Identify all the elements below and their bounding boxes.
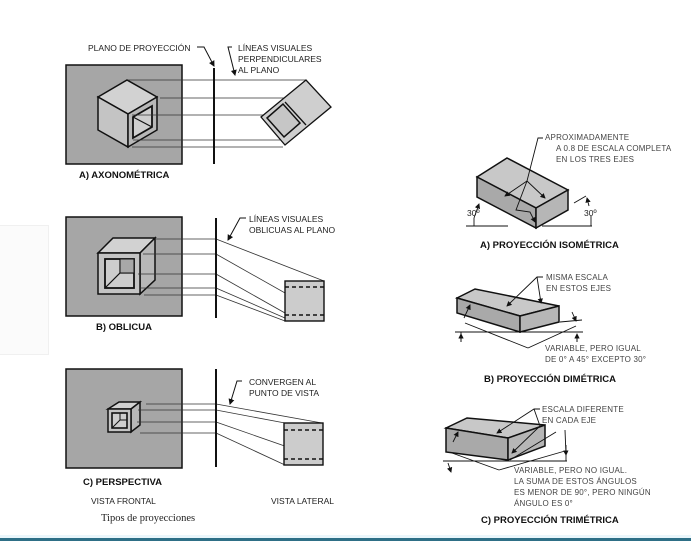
trim-angle-marks	[443, 429, 569, 473]
iso-note-1: APROXIMADAMENTE	[545, 133, 629, 142]
cube-perspective	[105, 400, 143, 434]
leader-lineas	[227, 46, 237, 76]
iso-angle-right: 30º	[584, 208, 597, 218]
trim-leaders	[452, 408, 541, 454]
projection-lines-converging	[137, 403, 323, 466]
iso-angle-marks	[466, 195, 592, 227]
caption-isometrica: A) PROYECCIÓN ISOMÉTRICA	[480, 239, 619, 251]
column-label-vista-lateral: VISTA LATERAL	[271, 496, 334, 506]
trim-angle-note-1: VARIABLE, PERO NO IGUAL.	[514, 466, 627, 475]
trim-angle-note-2: LA SUMA DE ESTOS ÁNGULOS	[514, 477, 637, 486]
cube-axonometric	[96, 79, 159, 149]
label-punto-de-vista: PUNTO DE VISTA	[249, 388, 319, 398]
figure-caption: Tipos de proyecciones	[101, 513, 195, 524]
cube-oblique	[96, 236, 157, 296]
panel-dimetric: MISMA ESCALA EN ESTOS EJES VARIABLE, PER…	[454, 273, 646, 385]
panel-axonometric: PLANO DE PROYECCIÓN LÍNEAS VISUALES PERP…	[65, 43, 332, 181]
column-label-vista-frontal: VISTA FRONTAL	[91, 496, 156, 506]
caption-trimetrica: C) PROYECCIÓN TRIMÉTRICA	[481, 514, 619, 526]
caption-oblicua: B) OBLICUA	[96, 322, 152, 333]
panel-oblique: LÍNEAS VISUALES OBLICUAS AL PLANO B) OBL…	[65, 214, 336, 333]
side-view-perspective	[283, 422, 324, 466]
iso-note-3: EN LOS TRES EJES	[556, 155, 634, 164]
dim-leaders	[463, 276, 543, 319]
side-view-axonometric	[260, 79, 332, 146]
caption-axonometrica: A) AXONOMÉTRICA	[79, 170, 170, 181]
block-trimetric	[443, 417, 546, 462]
dim-angle-note-1: VARIABLE, PERO IGUAL	[545, 344, 641, 353]
label-lineas-visuales: LÍNEAS VISUALES	[249, 214, 324, 224]
iso-leaders	[504, 137, 546, 223]
trim-angle-note-4: ÁNGULO ES 0°	[514, 499, 573, 508]
label-convergen-al: CONVERGEN AL	[249, 377, 316, 387]
panel-perspective: CONVERGEN AL PUNTO DE VISTA C) PERSPECTI…	[65, 368, 324, 488]
leader-convergen	[228, 380, 242, 405]
label-perpendiculares: PERPENDICULARES	[238, 54, 322, 64]
caption-perspectiva: C) PERSPECTIVA	[83, 477, 162, 488]
leader-plano	[197, 46, 215, 67]
bottom-glow	[0, 535, 691, 538]
panel-isometric: APROXIMADAMENTE A 0.8 DE ESCALA COMPLETA…	[466, 133, 672, 251]
iso-note-2: A 0.8 DE ESCALA COMPLETA	[556, 144, 672, 153]
trim-angle-note-3: ES MENOR DE 90°, PERO NINGÚN	[514, 488, 651, 497]
background-side-panel	[0, 225, 49, 355]
leader-lineas-oblicuas	[227, 217, 246, 241]
iso-angle-left: 30º	[467, 208, 480, 218]
dim-note-2: EN ESTOS EJES	[546, 284, 611, 293]
label-plano-proyeccion: PLANO DE PROYECCIÓN	[88, 43, 191, 53]
trim-note-2: EN CADA EJE	[542, 416, 596, 425]
panel-trimetric: ESCALA DIFERENTE EN CADA EJE VARIABLE, P…	[443, 405, 651, 526]
projection-lines-perpendicular	[128, 79, 306, 148]
label-oblicuas-al-plano: OBLICUAS AL PLANO	[249, 225, 336, 235]
label-al-plano: AL PLANO	[238, 65, 280, 75]
dim-note-1: MISMA ESCALA	[546, 273, 608, 282]
front-plane	[65, 216, 183, 317]
caption-dimetrica: B) PROYECCIÓN DIMÉTRICA	[484, 373, 616, 385]
trim-note-1: ESCALA DIFERENTE	[542, 405, 624, 414]
bottom-accent-bar	[0, 538, 691, 541]
side-view-oblique	[284, 280, 325, 322]
label-lineas-visuales: LÍNEAS VISUALES	[238, 43, 313, 53]
dim-angle-note-2: DE 0° A 45° EXCEPTO 30°	[545, 355, 646, 364]
dim-angle-marks	[455, 311, 583, 349]
